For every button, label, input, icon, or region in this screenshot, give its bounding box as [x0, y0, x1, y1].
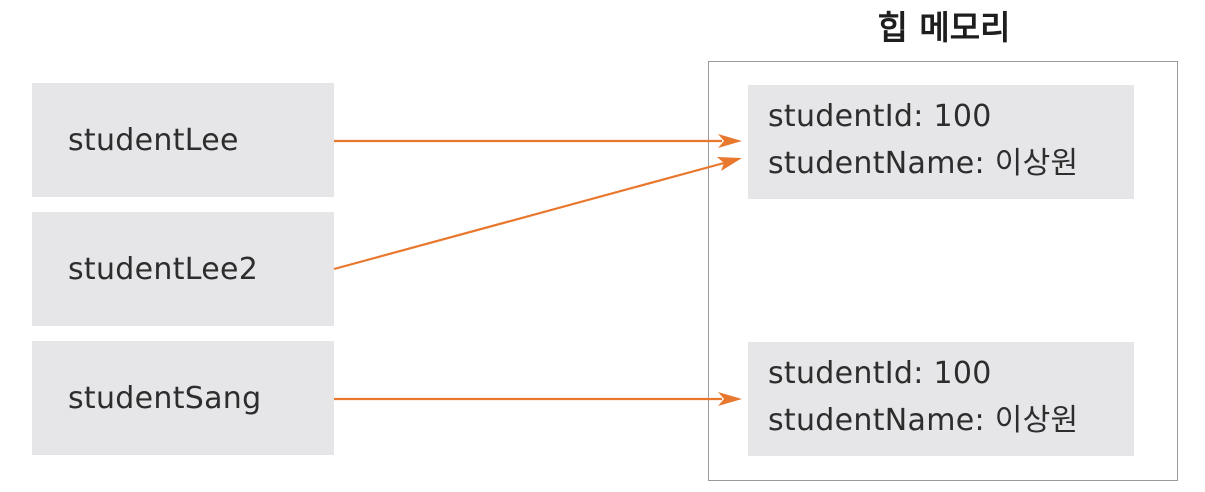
reference-box-student-sang: studentSang [32, 341, 334, 455]
heap-memory-title: 힙 메모리 [877, 8, 1011, 47]
reference-box-student-lee: studentLee [32, 83, 334, 197]
heap-object-2: studentId: 100 studentName: 이상원 [748, 342, 1134, 456]
reference-label: studentSang [68, 380, 262, 416]
student-name-field: studentName: 이상원 [768, 146, 1079, 181]
arrowhead-icon [718, 134, 742, 148]
student-id-field: studentId: 100 [768, 99, 992, 134]
heap-object-1: studentId: 100 studentName: 이상원 [748, 85, 1134, 199]
arrow-student-lee2 [333, 161, 725, 271]
heap-memory-frame [708, 61, 1178, 481]
reference-label: studentLee2 [68, 251, 259, 287]
student-id-field: studentId: 100 [768, 356, 992, 391]
arrowhead-icon [718, 392, 742, 406]
student-name-field: studentName: 이상원 [768, 403, 1079, 438]
reference-label: studentLee [68, 122, 239, 158]
arrowhead-icon [717, 157, 742, 171]
reference-box-student-lee2: studentLee2 [32, 212, 334, 326]
